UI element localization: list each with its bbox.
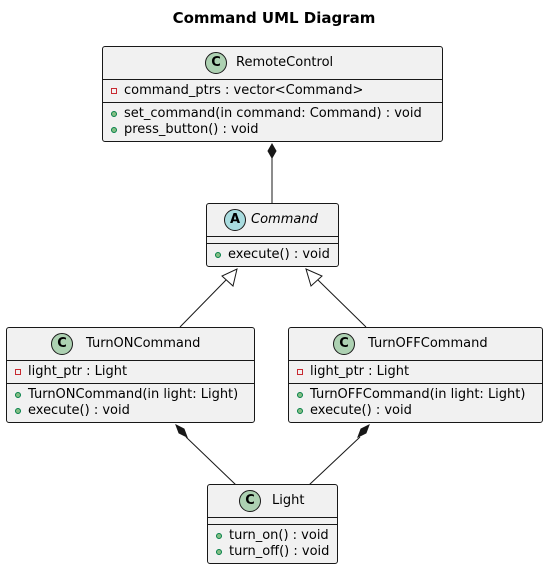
- inheritance-turnon-command: [179, 268, 238, 328]
- class-header: C TurnOFFCommand: [289, 328, 542, 361]
- methods-section: TurnONCommand(in light: Light) execute()…: [7, 384, 254, 422]
- class-stereotype-icon: C: [205, 52, 227, 74]
- method-text: turn_off() : void: [229, 544, 330, 559]
- class-header: C Light: [208, 485, 337, 518]
- method-text: TurnOFFCommand(in light: Light): [310, 387, 526, 402]
- private-visibility-icon: [297, 369, 303, 375]
- method-row: execute() : void: [7, 403, 254, 419]
- class-name: TurnOFFCommand: [368, 336, 488, 351]
- class-header: C TurnONCommand: [7, 328, 254, 361]
- composition-remote-command: [267, 142, 277, 204]
- attribute-row: light_ptr : Light: [7, 364, 254, 380]
- methods-section: set_command(in command: Command) : void …: [103, 103, 442, 141]
- composition-diamond: [175, 423, 188, 439]
- public-visibility-icon: [15, 408, 21, 414]
- method-row: set_command(in command: Command) : void: [103, 106, 442, 122]
- public-visibility-icon: [216, 533, 222, 539]
- class-light[interactable]: C Light turn_on() : void turn_off() : vo…: [207, 484, 338, 564]
- public-visibility-icon: [111, 127, 117, 133]
- method-row: press_button() : void: [103, 122, 442, 138]
- method-row: TurnONCommand(in light: Light): [7, 387, 254, 403]
- composition-turnoff-light: [308, 423, 370, 486]
- class-name: Command: [251, 212, 318, 227]
- public-visibility-icon: [15, 392, 21, 398]
- class-header: A Command: [207, 204, 338, 237]
- method-text: execute() : void: [228, 247, 330, 262]
- composition-turnon-light: [175, 423, 237, 486]
- public-visibility-icon: [297, 392, 303, 398]
- method-text: press_button() : void: [124, 122, 259, 137]
- attribute-text: light_ptr : Light: [310, 364, 410, 379]
- class-turn-on-command[interactable]: C TurnONCommand light_ptr : Light TurnON…: [6, 327, 255, 423]
- class-name: RemoteControl: [236, 55, 334, 70]
- method-row: execute() : void: [207, 247, 338, 263]
- public-visibility-icon: [216, 549, 222, 555]
- attribute-text: command_ptrs : vector<Command>: [124, 83, 364, 98]
- method-text: turn_on() : void: [229, 528, 329, 543]
- class-command[interactable]: A Command execute() : void: [206, 203, 339, 267]
- class-stereotype-icon: C: [51, 333, 73, 355]
- diagram-title: Command UML Diagram: [172, 9, 376, 27]
- inheritance-turnoff-command: [305, 268, 367, 328]
- private-visibility-icon: [15, 369, 21, 375]
- method-row: execute() : void: [289, 403, 542, 419]
- public-visibility-icon: [297, 408, 303, 414]
- abstract-stereotype-icon: A: [224, 209, 246, 231]
- method-row: TurnOFFCommand(in light: Light): [289, 387, 542, 403]
- composition-diamond: [267, 142, 277, 160]
- inheritance-arrowhead: [305, 268, 323, 287]
- attributes-section: [208, 518, 337, 525]
- methods-section: turn_on() : void turn_off() : void: [208, 525, 337, 563]
- composition-diamond: [357, 423, 370, 439]
- attributes-section: light_ptr : Light: [289, 361, 542, 384]
- class-turn-off-command[interactable]: C TurnOFFCommand light_ptr : Light TurnO…: [288, 327, 543, 423]
- method-row: turn_off() : void: [208, 544, 337, 560]
- method-text: set_command(in command: Command) : void: [124, 106, 422, 121]
- public-visibility-icon: [111, 111, 117, 117]
- attributes-section: light_ptr : Light: [7, 361, 254, 384]
- attribute-row: command_ptrs : vector<Command>: [103, 83, 442, 99]
- class-header: C RemoteControl: [103, 47, 442, 80]
- method-text: execute() : void: [310, 403, 412, 418]
- attributes-section: command_ptrs : vector<Command>: [103, 80, 442, 103]
- class-remote-control[interactable]: C RemoteControl command_ptrs : vector<Co…: [102, 46, 443, 142]
- class-name: Light: [272, 493, 305, 508]
- class-stereotype-icon: C: [239, 490, 261, 512]
- attributes-section: [207, 237, 338, 244]
- class-stereotype-icon: C: [333, 333, 355, 355]
- public-visibility-icon: [215, 252, 221, 258]
- method-row: turn_on() : void: [208, 528, 337, 544]
- methods-section: TurnOFFCommand(in light: Light) execute(…: [289, 384, 542, 422]
- attribute-row: light_ptr : Light: [289, 364, 542, 380]
- class-name: TurnONCommand: [86, 336, 201, 351]
- method-text: execute() : void: [28, 403, 130, 418]
- method-text: TurnONCommand(in light: Light): [28, 387, 239, 402]
- methods-section: execute() : void: [207, 244, 338, 266]
- private-visibility-icon: [111, 88, 117, 94]
- attribute-text: light_ptr : Light: [28, 364, 128, 379]
- inheritance-arrowhead: [221, 268, 238, 287]
